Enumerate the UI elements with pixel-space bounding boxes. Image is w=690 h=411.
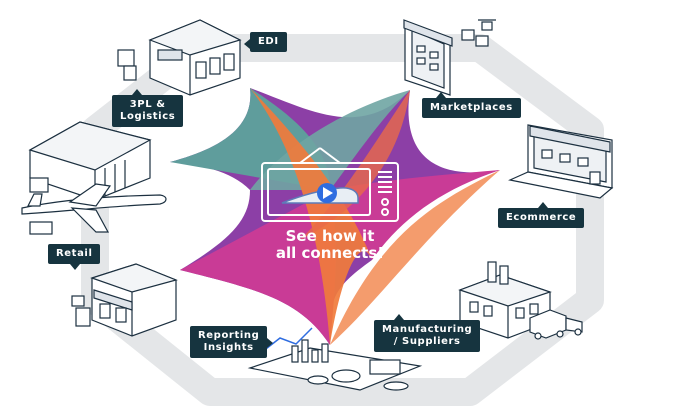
laptop-storefront-icon (508, 124, 614, 199)
cta-line1: See how it (285, 227, 375, 245)
label-ecommerce[interactable]: Ecommerce (498, 202, 585, 228)
label-marketplaces-text: Marketplaces (430, 102, 513, 113)
warehouse-store-icon (117, 19, 242, 96)
star-burst (170, 88, 500, 345)
label-retail[interactable]: Retail (48, 244, 101, 270)
label-edi-text: EDI (258, 36, 279, 47)
label-logistics-line1: 3PL & (129, 99, 166, 110)
label-marketplaces[interactable]: Marketplaces (422, 92, 521, 118)
label-logistics-line2: Logistics (120, 111, 176, 122)
label-manufacturing-line1: Manufacturing (382, 324, 473, 335)
label-reporting-line1: Reporting (198, 330, 260, 341)
label-ecommerce-text: Ecommerce (506, 212, 577, 223)
label-logistics[interactable]: 3PL & Logistics (112, 89, 184, 127)
label-edi[interactable]: EDI (244, 32, 287, 52)
dashboard-charts-icon (247, 327, 423, 391)
tv-play-icon[interactable] (261, 147, 399, 222)
see-how-it-connects-link[interactable]: See how it all connects! (250, 228, 410, 262)
label-manufacturing-line2: / Suppliers (393, 336, 461, 347)
retail-store-icon (71, 263, 178, 337)
label-retail-text: Retail (56, 248, 93, 259)
label-reporting[interactable]: Reporting Insights (190, 326, 274, 358)
warehouse-airplane-icon (21, 121, 167, 235)
tablet-storefront-icon (403, 19, 496, 96)
label-manufacturing[interactable]: Manufacturing / Suppliers (374, 314, 481, 352)
label-reporting-line2: Insights (203, 342, 254, 353)
cta-line2: all connects! (275, 244, 385, 262)
factory-truck-icon (458, 261, 583, 340)
